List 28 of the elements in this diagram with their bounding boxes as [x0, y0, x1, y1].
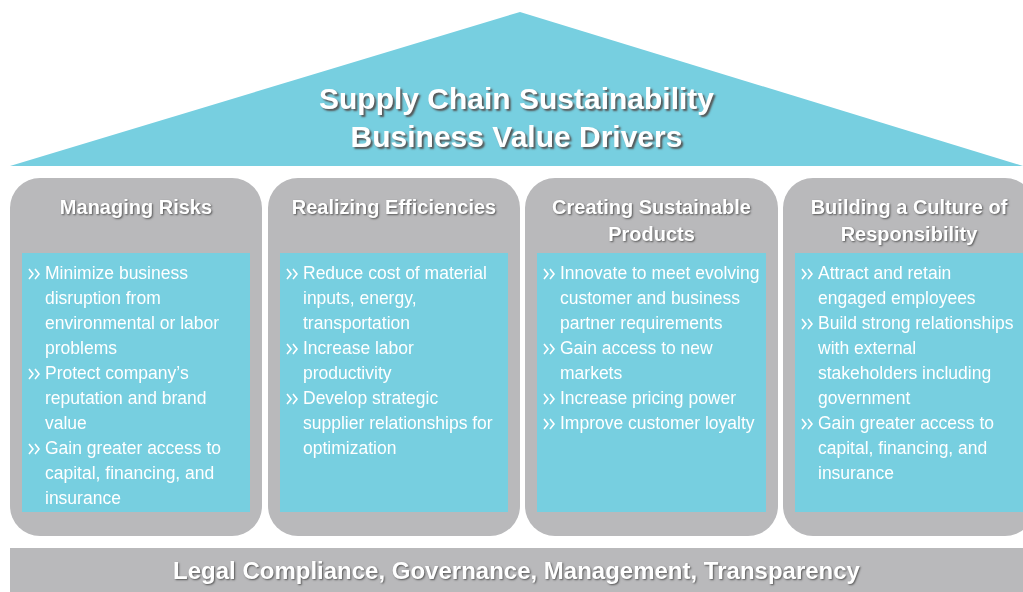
foundation-text: Legal Compliance, Governance, Management, Transparency [172, 557, 861, 585]
bullet-text: Increase labor productivity [303, 337, 415, 385]
pillar-heading: Realizing Efficiencies [290, 195, 498, 220]
bullet-panel [795, 253, 1023, 512]
roof-title: Supply Chain Sustainability Business Value Drivers [317, 81, 716, 155]
bullet-panel [280, 253, 508, 512]
bullet-text: Gain greater access to capital, financing, and insurance [45, 437, 223, 510]
pillar-heading: Building a Culture of Responsibility [809, 195, 1009, 247]
bullet-text: Improve customer loyalty [560, 412, 755, 435]
bullet-text: Attract and retain engaged employees [818, 262, 977, 310]
pillar-card [783, 178, 1023, 536]
bullet-text: Increase pricing power [560, 387, 737, 410]
bullet-panel [537, 253, 766, 512]
bullet-text: Reduce cost of material inputs, energy, transportation [303, 262, 488, 335]
bullet-text: Build strong relationships with external stakeholders including government [818, 312, 1015, 410]
pillar-card [525, 178, 778, 536]
bullet-text: Protect company’s reputation and brand value [45, 362, 208, 435]
bullet-text: Gain greater access to capital, financing, and insurance [818, 412, 996, 485]
bullet-text: Innovate to meet evolving customer and business partner requirements [560, 262, 760, 335]
pillar-heading: Creating Sustainable Products [551, 195, 752, 247]
foundation-bar [10, 548, 1023, 592]
pillar-card [10, 178, 262, 536]
bullet-text: Develop strategic supplier relationships for optimization [303, 387, 494, 460]
bullet-text: Minimize business disruption from environmental or labor problems [45, 262, 221, 360]
pillar-heading: Managing Risks [58, 195, 214, 220]
bullet-text: Gain access to new markets [560, 337, 714, 385]
bullet-panel [22, 253, 250, 512]
pillar-card [268, 178, 520, 536]
